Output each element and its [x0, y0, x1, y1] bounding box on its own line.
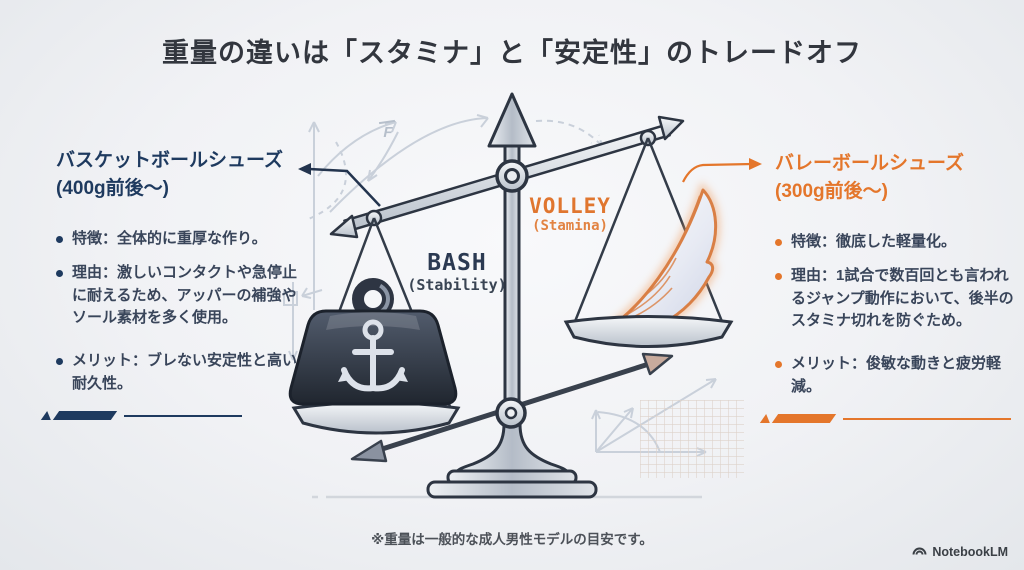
volley-label: VOLLEY (Stamina) — [506, 194, 634, 234]
beam-left-arrowhead-icon — [329, 214, 359, 239]
bullet-text: 理由：1試合で数百回とも言われるジャンプ動作において、後半のスタミナ切れを防ぐた… — [791, 266, 1014, 330]
divider-block — [771, 414, 837, 424]
up-arrow-icon — [487, 92, 537, 148]
list-item: メリット：俊敏な動きと疲労軽減。 — [775, 353, 1021, 399]
volleyball-panel-heading: バレーボールシューズ — [775, 153, 965, 174]
right-pan — [563, 137, 734, 348]
list-item: 理由：1試合で数百回とも言われるジャンプ動作において、後半のスタミナ切れを防ぐた… — [775, 265, 1021, 333]
list-item: 特徴：徹底した軽量化。 — [775, 231, 1021, 254]
bullet-text: メリット：俊敏な動きと疲労軽減。 — [791, 355, 1002, 396]
left-divider — [52, 410, 308, 422]
branding: NotebookLM — [912, 544, 1008, 559]
bullet-dot-icon — [56, 358, 63, 366]
right-divider — [771, 413, 1021, 425]
divider-line — [843, 417, 1011, 420]
left-pan — [288, 217, 461, 435]
basketball-connector-arrow — [298, 163, 381, 207]
volleyball-bullet-list: 特徴：徹底した軽量化。 理由：1試合で数百回とも言われるジャンプ動作において、後… — [775, 231, 1021, 399]
bullet-text: 理由：激しいコンタクトや急停止に耐えるため、アッパーの補強やソール素材を多く使用… — [72, 263, 298, 327]
bullet-text: 特徴：徹底した軽量化。 — [791, 233, 957, 251]
notebooklm-logo-icon — [912, 547, 927, 555]
force-vector-label: F — [376, 124, 400, 141]
bash-trait: (Stability) — [407, 276, 507, 294]
bullet-dot-icon — [56, 269, 63, 277]
basketball-panel-weight: (400g前後〜) — [56, 177, 169, 199]
volleyball-panel-weight: (300g前後〜) — [775, 180, 888, 202]
bullet-dot-icon — [775, 272, 782, 280]
volley-trait: (Stamina) — [532, 218, 608, 234]
bullet-dot-icon — [775, 361, 782, 369]
diagonal-left-arrowhead-icon — [350, 439, 388, 463]
list-item: 理由：激しいコンタクトや急停止に耐えるため、アッパーの補強やソール素材を多く使用… — [56, 262, 308, 330]
bullet-dot-icon — [56, 236, 63, 244]
footnote: ※重量は一般的な成人男性モデルの目安です。 — [371, 532, 653, 547]
basketball-shoes-panel: バスケットボールシューズ (400g前後〜) 特徴：全体的に重厚な作り。 理由：… — [52, 147, 308, 422]
left-dish — [291, 401, 461, 435]
divider-block — [52, 411, 118, 421]
scale-pivot — [495, 159, 529, 193]
branding-text: NotebookLM — [932, 544, 1008, 559]
list-item: 特徴：全体的に重厚な作り。 — [56, 228, 308, 251]
bullet-dot-icon — [775, 239, 782, 247]
basketball-panel-heading: バスケットボールシューズ — [56, 150, 284, 171]
page-title: 重量の違いは「スタミナ」と「安定性」のトレードオフ — [162, 38, 862, 68]
bullet-text: メリット：ブレない安定性と高い耐久性。 — [72, 352, 298, 393]
divider-line — [124, 414, 242, 417]
right-dish — [563, 315, 734, 348]
bullet-text: 特徴：全体的に重厚な作り。 — [72, 230, 267, 248]
volley-name: VOLLEY — [529, 194, 611, 218]
beam-right-arrowhead-icon — [657, 115, 685, 141]
bash-label: BASH (Stability) — [392, 250, 522, 294]
basketball-bullet-list: 特徴：全体的に重厚な作り。 理由：激しいコンタクトや急停止に耐えるため、アッパー… — [56, 228, 308, 396]
list-item: メリット：ブレない安定性と高い耐久性。 — [56, 350, 308, 396]
scale-pedestal — [426, 397, 598, 499]
volleyball-connector-arrow — [682, 158, 762, 183]
bash-name: BASH — [427, 250, 487, 276]
diagonal-right-arrowhead-icon — [641, 352, 674, 376]
volleyball-shoes-panel: バレーボールシューズ (300g前後〜) 特徴：徹底した軽量化。 理由：1試合で… — [771, 150, 1021, 425]
anchor-weight-icon — [288, 278, 458, 406]
